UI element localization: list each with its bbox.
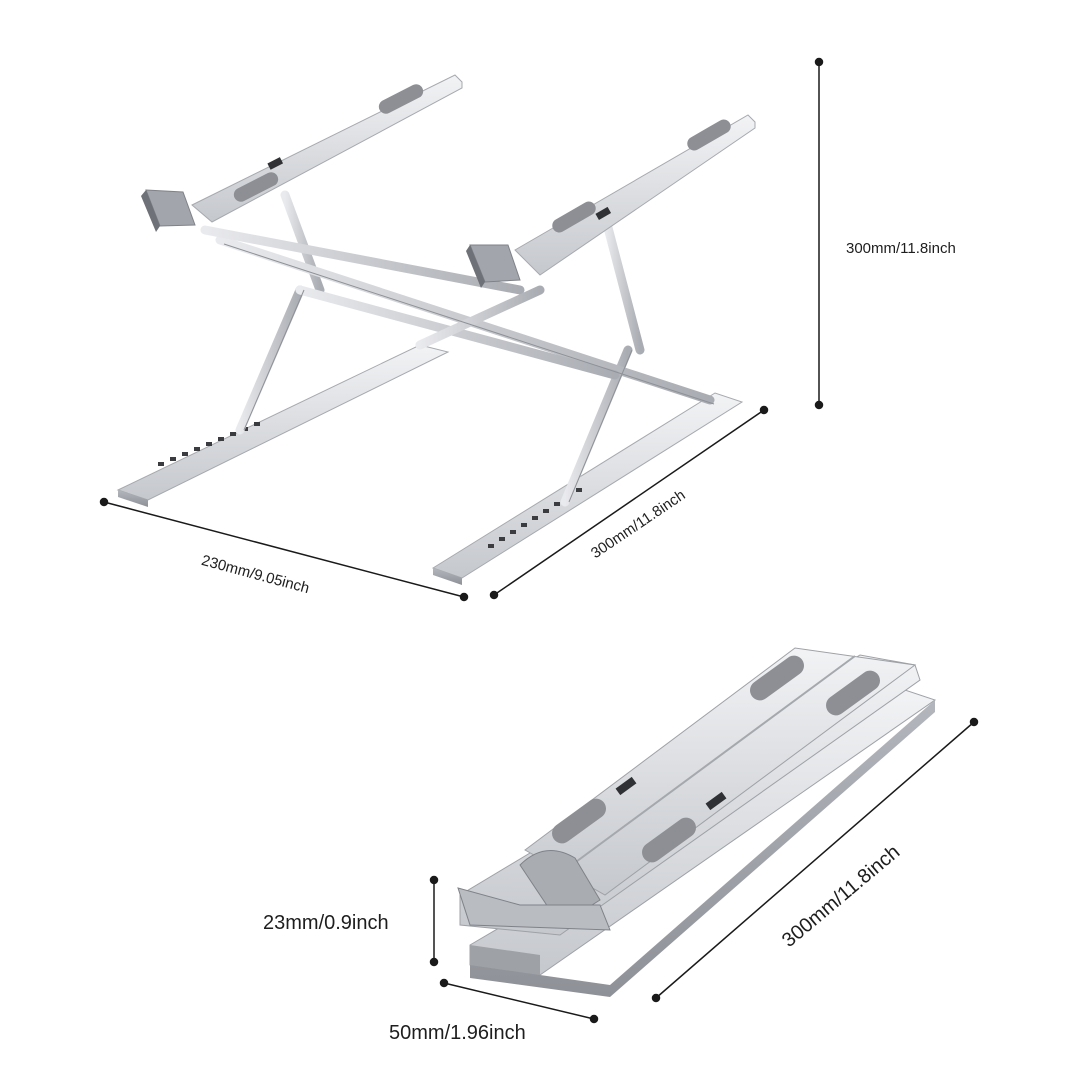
dimension-lines	[99, 57, 979, 1024]
folded-stand	[457, 647, 937, 997]
open-height-label: 300mm/11.8inch	[846, 240, 956, 257]
top-rail-right	[466, 114, 756, 288]
base-rail-right	[431, 392, 744, 585]
support-arm-edges	[223, 243, 715, 503]
base-rail-left	[116, 344, 450, 507]
support-arms	[200, 190, 715, 507]
open-stand	[116, 74, 756, 585]
folded-thickness-label: 23mm/0.9inch	[263, 912, 389, 934]
folded-width-label: 50mm/1.96inch	[389, 1022, 526, 1044]
top-rail-left	[141, 74, 463, 232]
